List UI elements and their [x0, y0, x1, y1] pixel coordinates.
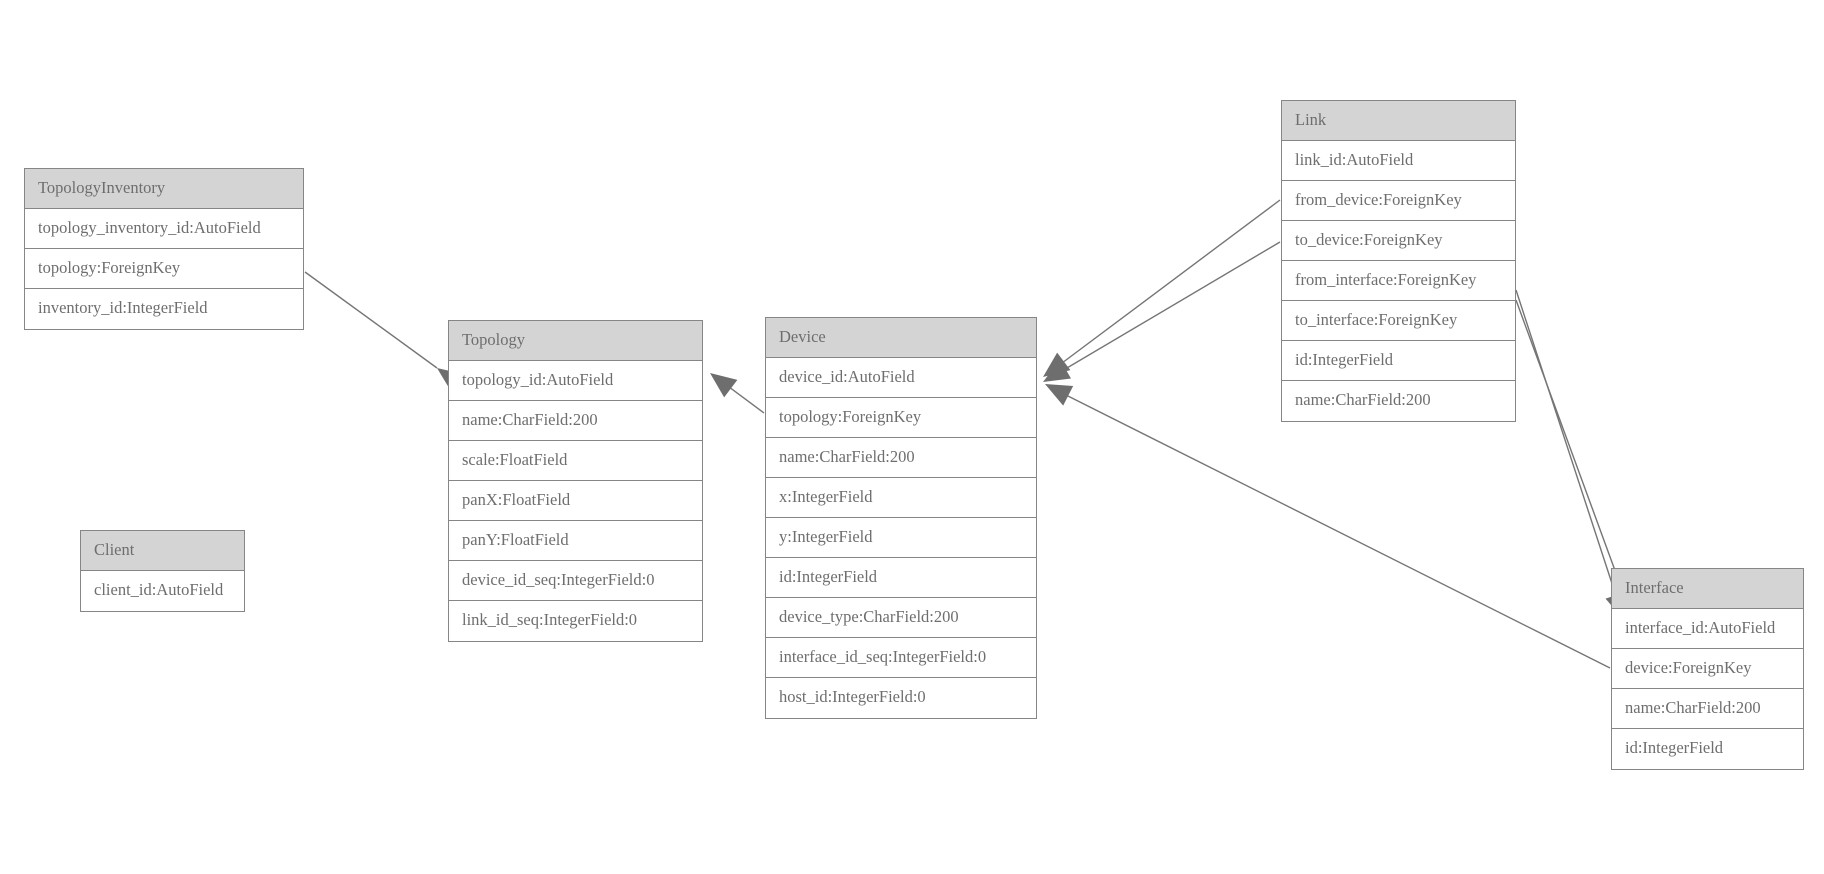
entity-field[interactable]: client_id:AutoField [81, 571, 244, 611]
entity-field[interactable]: topology:ForeignKey [766, 398, 1036, 438]
entity-field[interactable]: id:IntegerField [1282, 341, 1515, 381]
entity-field[interactable]: device_id:AutoField [766, 358, 1036, 398]
entity-title-topology_inventory: TopologyInventory [25, 169, 303, 209]
relationship-arrowhead [1045, 384, 1074, 406]
relationship-edge [1051, 387, 1611, 669]
relationship-edge [1049, 241, 1281, 379]
entity-field[interactable]: link_id_seq:IntegerField:0 [449, 601, 702, 641]
entity-field[interactable]: panX:FloatField [449, 481, 702, 521]
entity-title-device: Device [766, 318, 1036, 358]
relationship-edge [1515, 289, 1621, 609]
entity-field[interactable]: to_device:ForeignKey [1282, 221, 1515, 261]
entity-field[interactable]: from_device:ForeignKey [1282, 181, 1515, 221]
entity-field[interactable]: device:ForeignKey [1612, 649, 1803, 689]
entity-field[interactable]: id:IntegerField [1612, 729, 1803, 769]
entity-field[interactable]: y:IntegerField [766, 518, 1036, 558]
entity-field[interactable]: name:CharField:200 [766, 438, 1036, 478]
entity-title-interface: Interface [1612, 569, 1803, 609]
entity-field[interactable]: to_interface:ForeignKey [1282, 301, 1515, 341]
entity-field[interactable]: device_type:CharField:200 [766, 598, 1036, 638]
entity-field[interactable]: name:CharField:200 [1612, 689, 1803, 729]
entity-field[interactable]: from_interface:ForeignKey [1282, 261, 1515, 301]
entity-field[interactable]: host_id:IntegerField:0 [766, 678, 1036, 718]
entity-field[interactable]: x:IntegerField [766, 478, 1036, 518]
entity-field[interactable]: id:IntegerField [766, 558, 1036, 598]
entity-field[interactable]: interface_id_seq:IntegerField:0 [766, 638, 1036, 678]
relationship-edge [1049, 199, 1281, 373]
entity-title-topology: Topology [449, 321, 702, 361]
relationship-edge [1515, 299, 1629, 607]
entity-field[interactable]: panY:FloatField [449, 521, 702, 561]
entity-field[interactable]: device_id_seq:IntegerField:0 [449, 561, 702, 601]
entity-field[interactable]: link_id:AutoField [1282, 141, 1515, 181]
relationship-edge [304, 271, 438, 369]
entity-title-client: Client [81, 531, 244, 571]
entity-field[interactable]: name:CharField:200 [449, 401, 702, 441]
entity-field[interactable]: scale:FloatField [449, 441, 702, 481]
entity-field[interactable]: topology_inventory_id:AutoField [25, 209, 303, 249]
entity-title-link: Link [1282, 101, 1515, 141]
relationship-arrowhead [1043, 352, 1071, 377]
entity-field[interactable]: topology_id:AutoField [449, 361, 702, 401]
relationship-edge [716, 377, 765, 414]
entity-field[interactable]: inventory_id:IntegerField [25, 289, 303, 329]
entity-field[interactable]: name:CharField:200 [1282, 381, 1515, 421]
entity-field[interactable]: interface_id:AutoField [1612, 609, 1803, 649]
relationship-arrowhead [1043, 359, 1072, 382]
relationship-arrowhead [710, 373, 738, 398]
entity-field[interactable]: topology:ForeignKey [25, 249, 303, 289]
